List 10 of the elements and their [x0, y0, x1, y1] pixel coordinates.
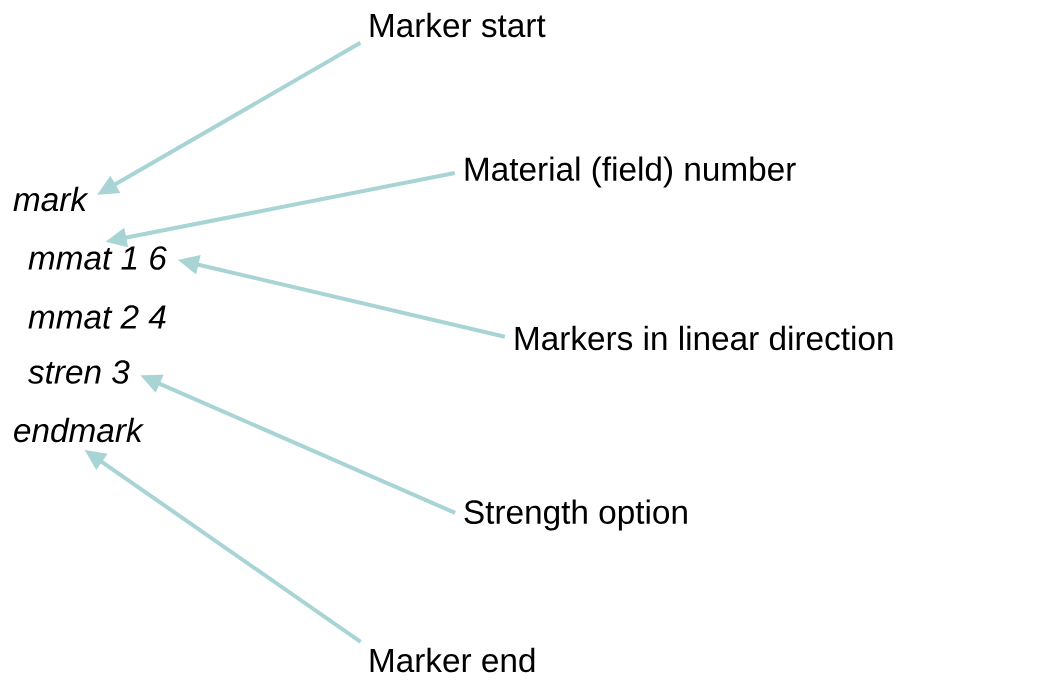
callout-label: Material (field) number — [465, 156, 796, 188]
code-line: mark — [13, 186, 89, 212]
callout-label: Markers in linear direction — [515, 325, 893, 351]
callout-label: Marker end — [370, 647, 535, 673]
code-line: endmark — [14, 417, 144, 443]
callout-label: Strength option — [464, 499, 687, 531]
code-line: stren 3 — [28, 360, 130, 384]
code-line: mmat 1 6 — [28, 246, 167, 270]
callout-label: Marker start — [370, 12, 546, 38]
code-line: mmat 2 4 — [28, 305, 166, 329]
